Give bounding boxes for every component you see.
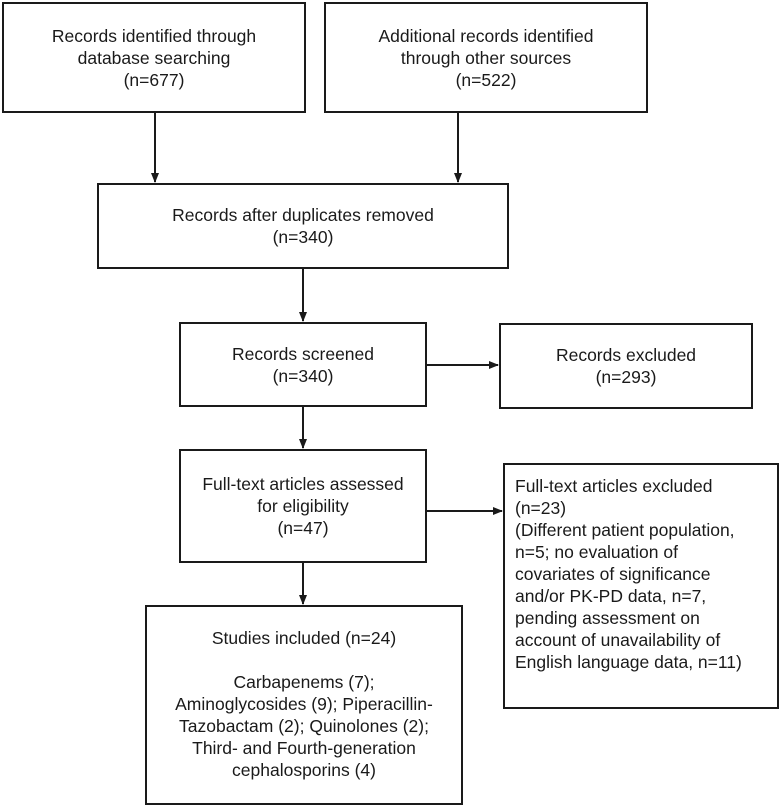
fulltext-excluded-line-8: account of unavailability of [515,630,721,650]
other-sources-line-2: through other sources [400,47,572,68]
studies-included-line-4: Third- and Fourth-generation [192,738,416,758]
records-excluded-label: Records excluded [555,345,697,365]
studies-included-title: Studies included (n=24) [211,628,397,648]
records-screened-count: (n=340) [272,365,334,386]
studies-included-line-3: Tazobactam (2); Quinolones (2); [179,716,429,736]
fulltext-excluded-line-1: Full-text articles excluded [515,476,713,496]
records-screened-box: Records screened (n=340) [179,322,427,407]
fulltext-excluded-line-3: (Different patient population, [515,520,735,540]
eligibility-count: (n=47) [277,518,329,538]
studies-included-line-2: Aminoglycosides (9); Piperacillin- [175,694,433,714]
studies-included-box: Studies included (n=24) Carbapenems (7);… [145,605,463,805]
studies-included-line-1: Carbapenems (7); [233,672,375,692]
database-records-box: Records identified through database sear… [2,2,306,113]
other-sources-line-1: Additional records identified [378,25,594,46]
other-sources-count: (n=522) [455,69,517,90]
fulltext-excluded-line-5: covariates of significance [515,564,711,584]
studies-included-line-5: cephalosporins (4) [232,760,376,780]
fulltext-excluded-line-7: pending assessment on [515,608,700,628]
fulltext-excluded-box: Full-text articles excluded (n=23) (Diff… [503,463,779,709]
database-records-line-2: database searching [77,47,231,68]
records-excluded-count: (n=293) [595,367,657,387]
duplicates-removed-count: (n=340) [272,227,334,247]
fulltext-excluded-line-4: n=5; no evaluation of [515,542,678,562]
eligibility-line-1: Full-text articles assessed [202,474,404,494]
fulltext-excluded-line-6: and/or PK-PD data, n=7, [515,586,707,606]
database-records-line-1: Records identified through [51,25,257,46]
records-screened-label: Records screened [231,343,375,364]
duplicates-removed-label: Records after duplicates removed [172,205,434,225]
other-sources-box: Additional records identified through ot… [324,2,648,113]
database-records-count: (n=677) [123,69,185,90]
records-excluded-box: Records excluded (n=293) [499,323,753,409]
duplicates-removed-box: Records after duplicates removed (n=340) [97,183,509,269]
fulltext-excluded-line-9: English language data, n=11) [515,652,742,672]
eligibility-box: Full-text articles assessed for eligibil… [179,449,427,563]
fulltext-excluded-line-2: (n=23) [515,498,567,518]
eligibility-line-2: for eligibility [257,496,349,516]
